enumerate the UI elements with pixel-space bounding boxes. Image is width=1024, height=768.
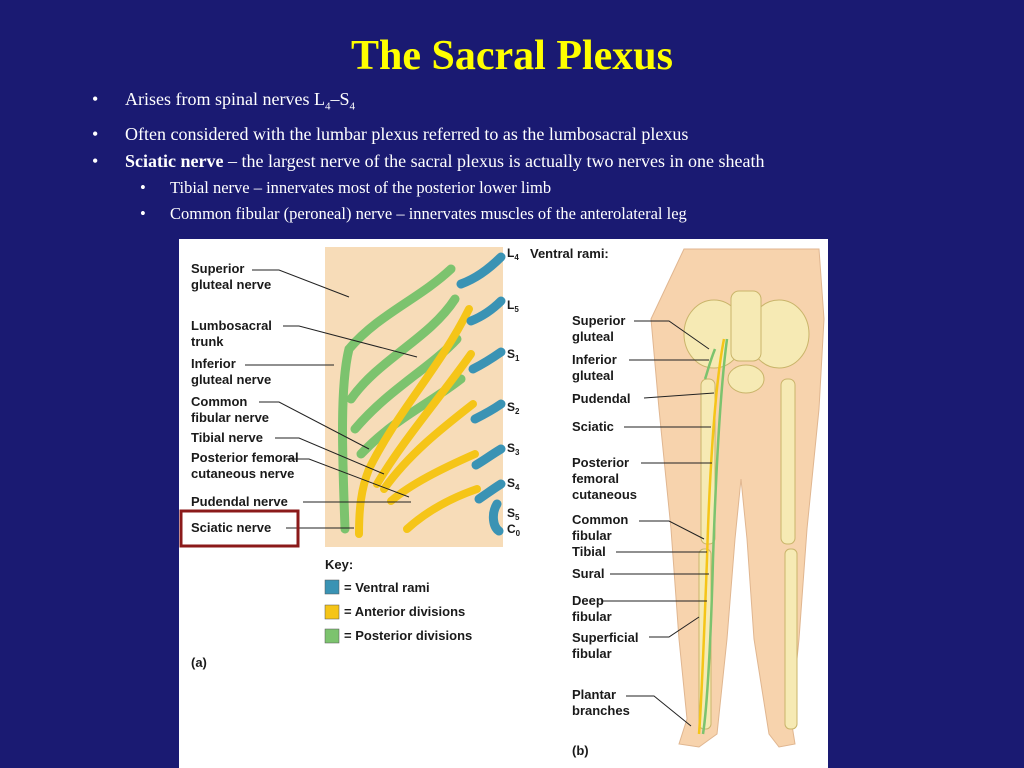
bullet-glyph: • xyxy=(92,123,99,144)
svg-text:S2: S2 xyxy=(507,400,520,416)
svg-text:L5: L5 xyxy=(507,298,519,314)
svg-text:S3: S3 xyxy=(507,441,520,457)
bullet-sciatic: • Sciatic nerve – the largest nerve of t… xyxy=(92,148,992,175)
svg-text:S4: S4 xyxy=(507,476,520,492)
label-b-sural: Sural xyxy=(572,566,605,581)
svg-text:= Posterior divisions: = Posterior divisions xyxy=(344,628,472,643)
anterior-divisions xyxy=(355,305,481,538)
ventral-rami xyxy=(456,252,506,536)
svg-text:L4: L4 xyxy=(507,246,519,262)
spinal-level-labels: L4 L5 S1 S2 S3 S4 S5 C0 xyxy=(507,246,521,538)
svg-text:= Anterior divisions: = Anterior divisions xyxy=(344,604,465,619)
panel-a-label: (a) xyxy=(191,655,207,670)
svg-text:Key:: Key: xyxy=(325,557,353,572)
svg-text:S5: S5 xyxy=(507,506,520,522)
bullet-glyph: • xyxy=(140,203,146,223)
svg-text:C0: C0 xyxy=(507,522,521,538)
label-b-tibial: Tibial xyxy=(572,544,606,559)
bullet-lumbosacral: • Often considered with the lumbar plexu… xyxy=(92,121,992,148)
svg-text:= Ventral rami: = Ventral rami xyxy=(344,580,430,595)
bullet-glyph: • xyxy=(140,177,146,197)
ventral-rami-heading: Ventral rami: xyxy=(530,246,609,261)
bullet-list: • Arises from spinal nerves L4–S4 • Ofte… xyxy=(92,86,992,227)
panel-b-diagram: Ventral rami: xyxy=(530,246,825,758)
panel-b-leader-lines xyxy=(601,320,715,727)
key-legend: Key: = Ventral rami = Anterior divisions… xyxy=(324,557,472,644)
subbullet-tibial: • Tibial nerve – innervates most of the … xyxy=(140,175,992,201)
label-tibial-nerve: Tibial nerve xyxy=(191,430,263,445)
bullet-glyph: • xyxy=(92,150,99,171)
slide-title: The Sacral Plexus xyxy=(351,33,673,79)
key-swatch-anterior xyxy=(324,604,340,620)
svg-text:S1: S1 xyxy=(507,347,520,363)
subbullet-common-fibular: • Common fibular (peroneal) nerve – inne… xyxy=(140,201,992,227)
body-silhouette xyxy=(650,248,825,748)
leg-nerves xyxy=(697,338,729,735)
bullet-glyph: • xyxy=(92,89,99,109)
panel-b-label: (b) xyxy=(572,743,589,758)
key-swatch-posterior xyxy=(324,628,340,644)
key-swatch-ventral xyxy=(324,579,340,595)
label-b-pudendal: Pudendal xyxy=(572,391,631,406)
label-pudendal-nerve: Pudendal nerve xyxy=(191,494,288,509)
bullet-origin: • Arises from spinal nerves L4–S4 xyxy=(92,86,992,121)
label-sciatic-nerve: Sciatic nerve xyxy=(191,520,271,535)
sciatic-highlight-box xyxy=(179,509,300,548)
label-b-sciatic: Sciatic xyxy=(572,419,614,434)
pelvis xyxy=(683,290,810,394)
